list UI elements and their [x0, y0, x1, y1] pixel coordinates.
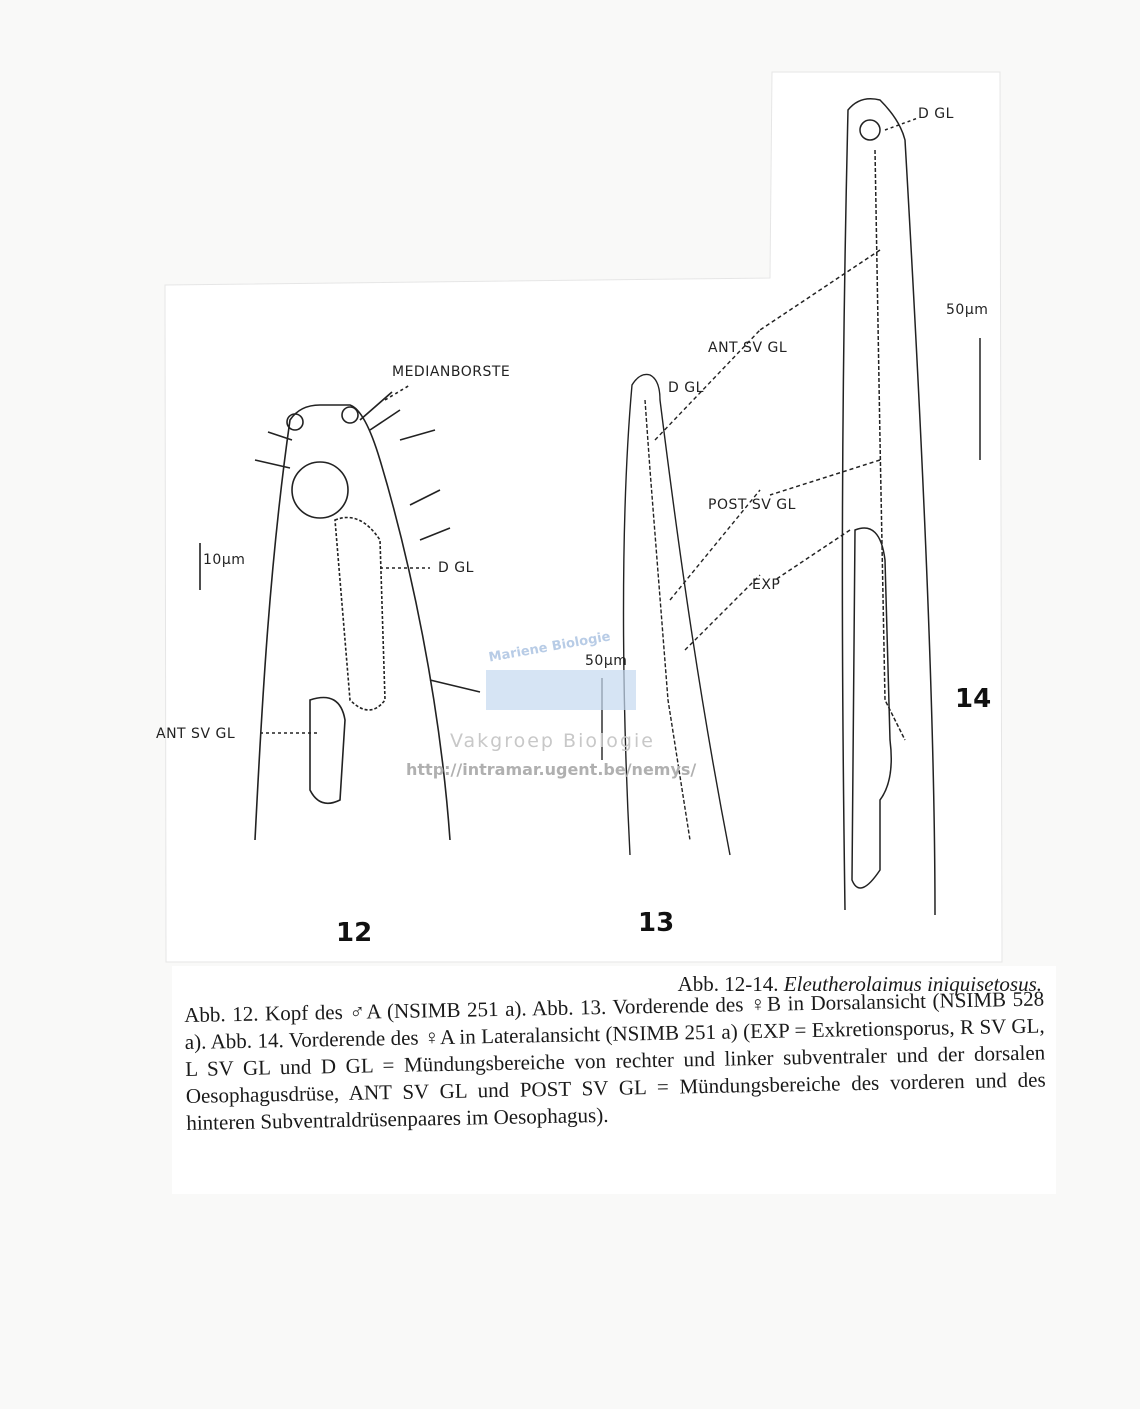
label-fig12-d-gl: D GL: [438, 560, 474, 576]
figure-number-12: 12: [336, 918, 373, 948]
label-fig12-ant-sv-gl: ANT SV GL: [156, 726, 236, 742]
label-fig14-d-gl: D GL: [918, 106, 954, 122]
figure-number-14: 14: [955, 684, 992, 714]
watermark-logo: [486, 670, 636, 710]
caption-species: Eleutherolaimus iniquisetosus.: [783, 972, 1042, 996]
caption-title: Abb. 12-14. Eleutherolaimus iniquisetosu…: [677, 972, 1042, 997]
label-medianborste: MEDIANBORSTE: [392, 364, 511, 380]
watermark-line2: Vakgroep Biologie: [450, 730, 655, 752]
scale-bar-fig13: 50μm: [585, 653, 628, 669]
caption-body: Abb. 12. Kopf des ♂A (NSIMB 251 a). Abb.…: [184, 986, 1046, 1135]
watermark-url: http://intramar.ugent.be/nemys/: [406, 760, 697, 779]
scale-bar-fig14: 50μm: [946, 302, 989, 318]
fig14-nematode-anterior: [759, 98, 981, 916]
label-fig13-d-gl: D GL: [668, 380, 704, 396]
label-post-sv-gl: POST SV GL: [708, 497, 796, 513]
fig12-nematode-head: [199, 384, 481, 841]
figure-plate: [164, 71, 1003, 963]
label-ant-sv-gl: ANT SV GL: [708, 340, 788, 356]
label-exp: EXP: [752, 577, 781, 593]
figure-caption: Abb. 12-14. Eleutherolaimus iniquisetosu…: [172, 966, 1056, 1194]
scale-bar-fig12: 10μm: [203, 552, 246, 568]
caption-title-prefix: Abb. 12-14.: [677, 972, 779, 996]
figure-number-13: 13: [638, 908, 675, 938]
